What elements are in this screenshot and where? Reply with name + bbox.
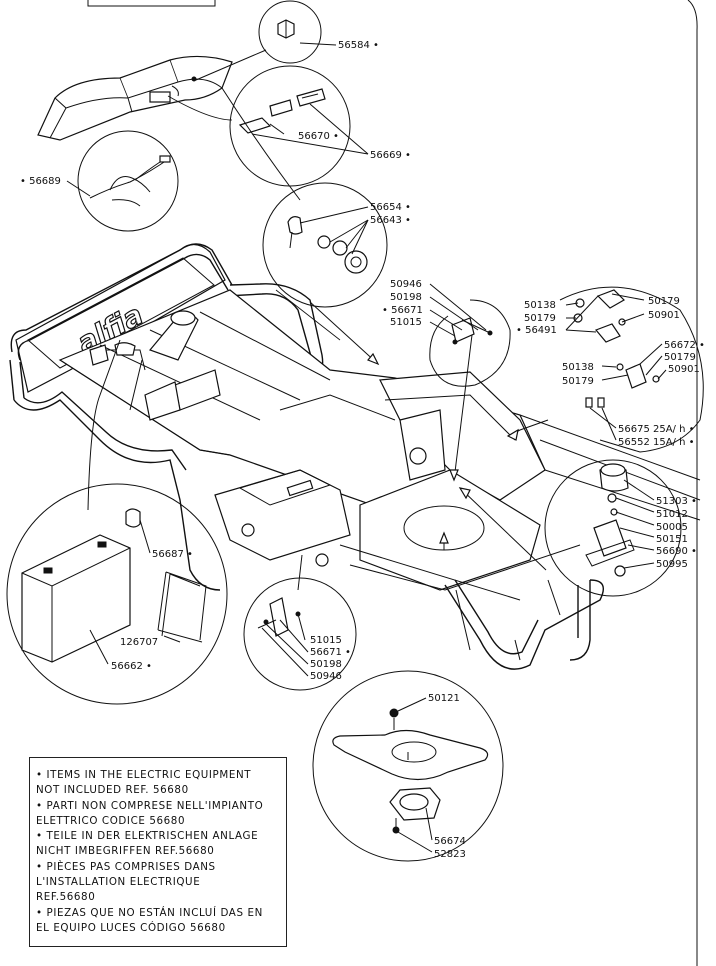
label-56552: 56552 15A/ h •	[618, 437, 695, 448]
label-50946-top: 50946	[390, 279, 422, 290]
part-labels: 56584 • 56670 • 56669 • • 56689 56654 • …	[20, 40, 705, 860]
label-50138-a: 50138	[524, 300, 556, 311]
label-50179-d: 50179	[562, 376, 594, 387]
label-126707: 126707	[120, 637, 158, 648]
label-56643: 56643 •	[370, 215, 411, 226]
label-56690: 56690 •	[656, 546, 697, 557]
detail-circle-relays	[559, 286, 704, 453]
detail-circle-51015-bottom	[243, 577, 357, 691]
label-50946-bottom: 50946	[310, 671, 342, 682]
label-50198-top: 50198	[390, 292, 422, 303]
label-56671-bottom: 56671 •	[310, 647, 351, 658]
detail-circle-battery	[6, 483, 228, 705]
label-51015-top: 51015	[390, 317, 422, 328]
label-56670: 56670 •	[298, 131, 339, 142]
detail-circle-56584	[195, 0, 337, 81]
title-tab	[87, 0, 216, 7]
page-border	[687, 0, 698, 966]
label-56491: • 56491	[516, 325, 557, 336]
detail-circle-solenoid	[544, 459, 682, 597]
label-50138-b: 50138	[562, 362, 594, 373]
legend-line: EL EQUIPO LUCES CÓDIGO 56680	[36, 921, 226, 934]
detail-circle-56643	[262, 182, 388, 341]
label-56674: 56674	[434, 836, 466, 847]
label-52823: 52823	[434, 849, 466, 860]
label-56584: 56584 •	[338, 40, 379, 51]
label-50005: 50005	[656, 522, 688, 533]
label-56672: 56672 •	[664, 340, 705, 351]
seat-assembly	[37, 55, 233, 141]
legend-line: • PIEZAS QUE NO ESTÁN INCLUÍ DAS EN	[36, 906, 263, 919]
detail-circle-51015-top	[429, 283, 511, 387]
legend-line: REF.56680	[36, 891, 96, 904]
legend-line: NOT INCLUDED REF. 56680	[36, 784, 189, 797]
label-50995: 50995	[656, 559, 688, 570]
label-50179-b: 50179	[648, 296, 680, 307]
leader-lines	[87, 87, 549, 651]
legend-line: • ITEMS IN THE ELECTRIC EQUIPMENT	[36, 769, 252, 781]
detail-circle-bearing	[312, 670, 504, 862]
label-50179-a: 50179	[524, 313, 556, 324]
label-56669: 56669 •	[370, 150, 411, 161]
label-56654: 56654 •	[370, 202, 411, 213]
label-51303: 51303 •	[656, 496, 697, 507]
label-50179-c: 50179	[664, 352, 696, 363]
label-50901-a: 50901	[648, 310, 680, 321]
legend-line: • PARTI NON COMPRESE NELL'IMPIANTO	[36, 799, 264, 812]
legend-box: • ITEMS IN THE ELECTRIC EQUIPMENT NOT IN…	[29, 757, 287, 947]
label-56689: • 56689	[20, 176, 61, 187]
label-51012: 51012	[656, 509, 688, 520]
legend-line: NICHT IMBEGRIFFEN REF.56680	[36, 845, 215, 858]
label-56687: 56687 •	[152, 549, 193, 560]
legend-line: ELETTRICO CODICE 56680	[36, 814, 186, 827]
label-50198-bottom: 50198	[310, 659, 342, 670]
chassis-frame: alfia	[9, 243, 701, 670]
label-56675: 56675 25A/ h •	[618, 424, 695, 435]
legend-line: • PIÈCES PAS COMPRISES DANS	[36, 860, 216, 873]
detail-circle-56689	[66, 130, 179, 232]
label-56671-top: • 56671	[382, 305, 423, 316]
label-50151: 50151	[656, 534, 688, 545]
legend-line: L'INSTALLATION ELECTRIQUE	[36, 876, 201, 889]
label-50901-b: 50901	[668, 364, 700, 375]
label-50121: 50121	[428, 693, 460, 704]
legend-line: • TEILE IN DER ELEKTRISCHEN ANLAGE	[36, 830, 259, 843]
label-51015-bottom: 51015	[310, 635, 342, 646]
label-56662: 56662 •	[111, 661, 152, 672]
